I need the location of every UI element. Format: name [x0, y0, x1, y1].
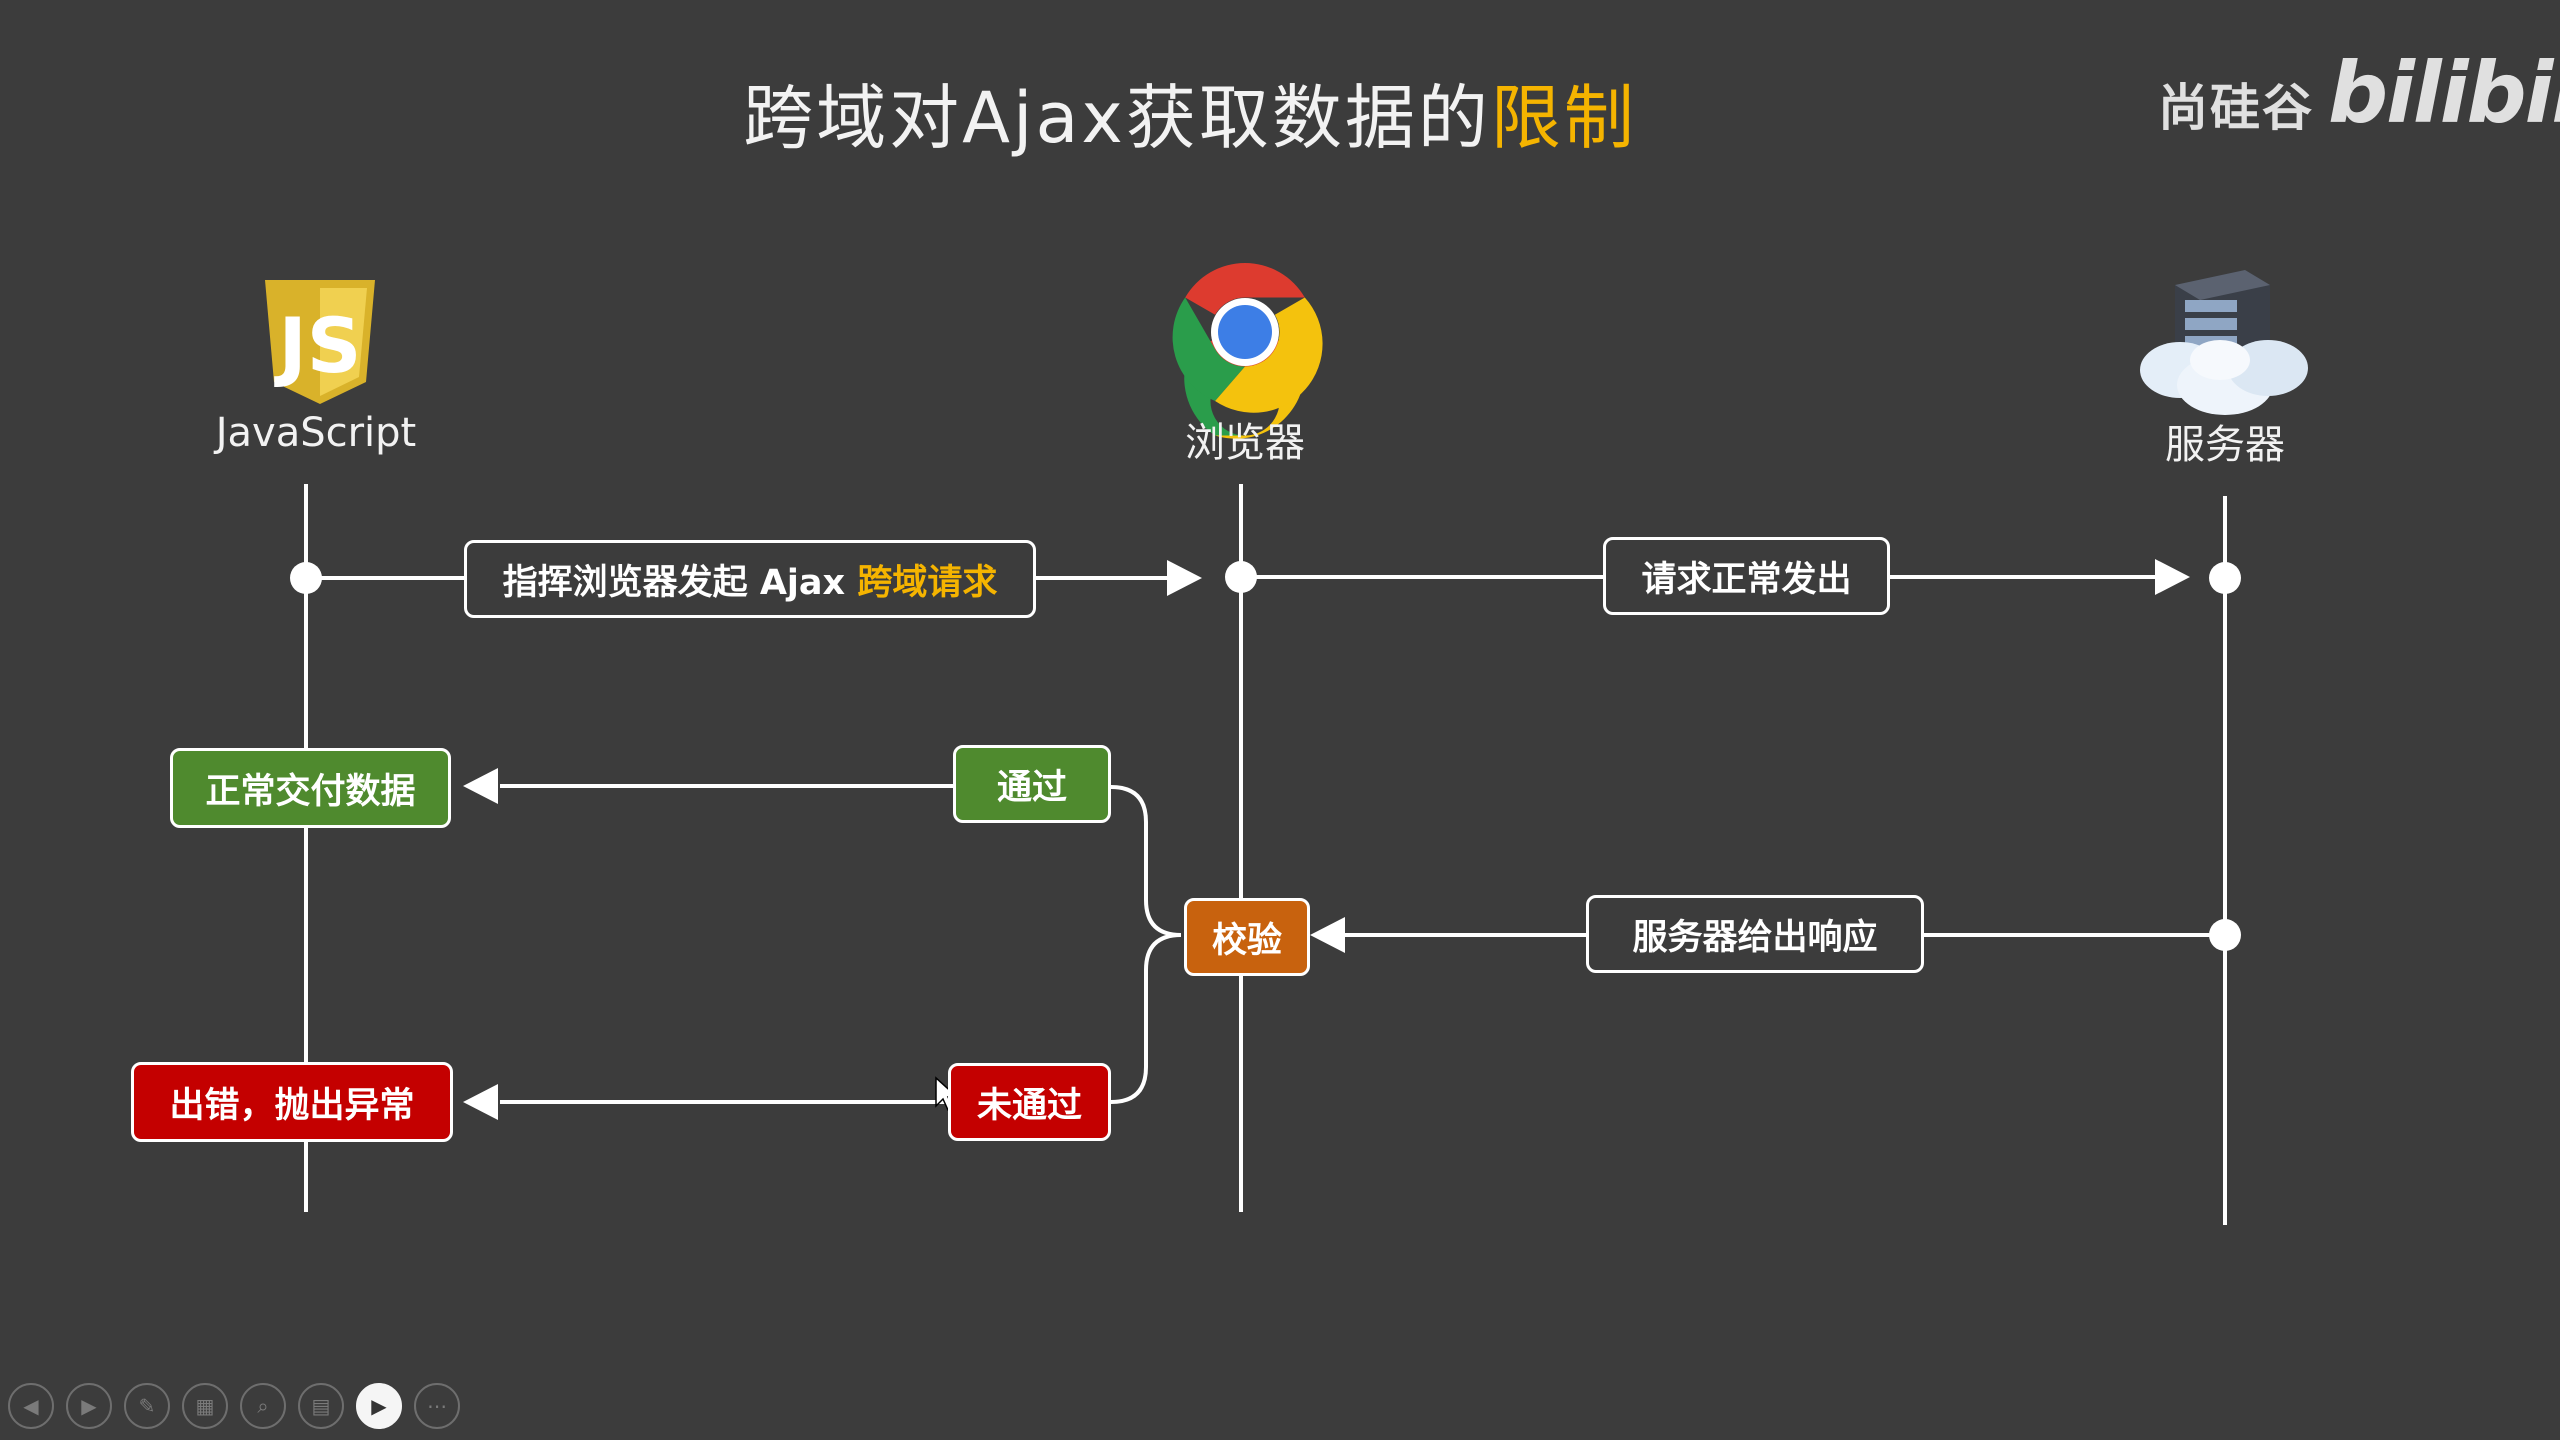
deliver-data-box: 正常交付数据	[170, 748, 451, 828]
fail-box: 未通过	[948, 1063, 1111, 1141]
chrome-browser-icon	[1172, 262, 1323, 439]
request-sent-box: 请求正常发出	[1603, 537, 1890, 615]
title-highlight: 限制	[1490, 77, 1637, 159]
javascript-label: JavaScript	[215, 410, 417, 456]
arrow-to-verify	[1310, 917, 1345, 953]
brand-text: 尚硅谷	[2158, 79, 2314, 137]
zoom-icon[interactable]: ⌕	[240, 1383, 286, 1429]
command-ajax-request-box: 指挥浏览器发起 Ajax 跨域请求	[464, 540, 1036, 618]
more-icon[interactable]: ⋯	[414, 1383, 460, 1429]
arrow-to-browser	[1167, 560, 1202, 596]
svg-text:JS: JS	[273, 301, 361, 390]
cloud-server-icon	[2140, 270, 2308, 415]
pen-icon[interactable]: ✎	[124, 1383, 170, 1429]
server-request-dot	[2209, 562, 2241, 594]
slides-icon[interactable]: ▦	[182, 1383, 228, 1429]
server-response-dot	[2209, 919, 2241, 951]
presentation-toolbar: ◀ ▶ ✎ ▦ ⌕ ▤ ▶ ⋯	[8, 1383, 460, 1433]
title-main: 跨域对Ajax获取数据的	[743, 77, 1491, 159]
server-response-box: 服务器给出响应	[1586, 895, 1924, 973]
command-box-text: 指挥浏览器发起 Ajax	[502, 562, 858, 603]
verify-box: 校验	[1184, 898, 1310, 976]
server-label: 服务器	[2165, 422, 2285, 468]
next-icon[interactable]: ▶	[66, 1383, 112, 1429]
camera-icon[interactable]: ▶	[356, 1383, 402, 1429]
arrow-to-error	[463, 1084, 498, 1120]
subtitle-icon[interactable]: ▤	[298, 1383, 344, 1429]
throw-error-box: 出错，抛出异常	[131, 1062, 453, 1142]
previous-icon[interactable]: ◀	[8, 1383, 54, 1429]
bilibili-logo: bilibili	[2328, 44, 2560, 142]
brand-watermark: 尚硅谷 bilibili	[2150, 44, 2560, 148]
javascript-logo-icon: JS	[265, 280, 375, 404]
arrow-to-deliver	[463, 768, 498, 804]
command-box-highlight: 跨域请求	[857, 562, 998, 603]
slide-title: 跨域对Ajax获取数据的限制	[0, 62, 2380, 163]
arrow-to-server	[2155, 559, 2190, 595]
verify-bracket	[1110, 785, 1182, 1104]
pass-box: 通过	[953, 745, 1111, 823]
browser-label: 浏览器	[1185, 420, 1305, 466]
js-request-dot	[290, 562, 322, 594]
